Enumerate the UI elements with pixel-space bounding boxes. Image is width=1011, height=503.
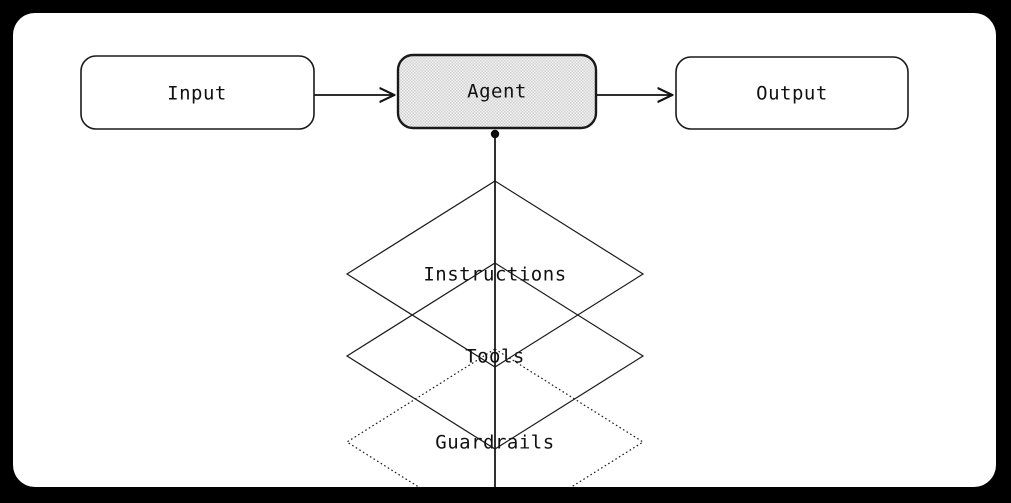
instructions-diamond-shape: [345, 180, 645, 368]
node-output[interactable]: Output: [675, 56, 909, 130]
node-input[interactable]: Input: [80, 55, 315, 130]
connection-dot-icon: [490, 129, 500, 139]
tools-diamond-shape: [345, 262, 645, 450]
guardrails-label: Guardrails: [435, 432, 554, 454]
node-tools[interactable]: Tools: [345, 262, 645, 450]
output-label: Output: [756, 83, 828, 105]
node-agent[interactable]: Agent: [396, 53, 598, 130]
agent-box-shape: [396, 53, 598, 130]
input-label: Input: [167, 83, 227, 105]
input-box-shape: [80, 55, 315, 130]
tools-label: Tools: [465, 346, 525, 368]
node-guardrails[interactable]: Guardrails: [345, 348, 645, 503]
output-box-shape: [675, 56, 909, 130]
agent-label: Agent: [467, 81, 527, 103]
node-instructions[interactable]: Instructions: [345, 180, 645, 368]
instructions-label: Instructions: [423, 264, 566, 286]
